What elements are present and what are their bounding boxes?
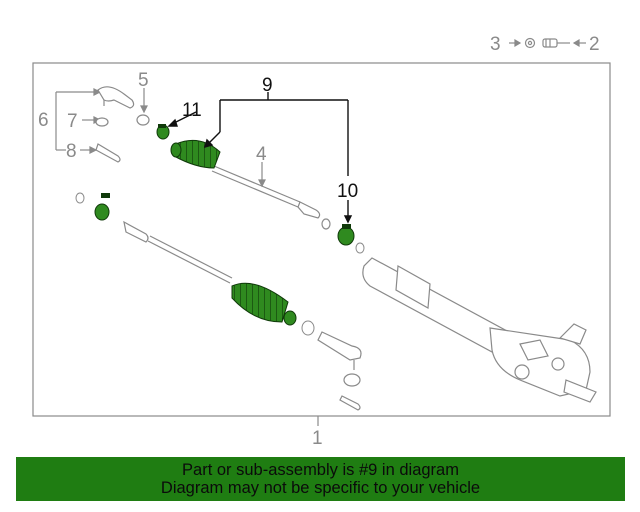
- right-boot-clamp: [337, 224, 365, 254]
- callout-3: 3: [490, 34, 501, 55]
- lower-inner-tie-rod: [123, 220, 233, 284]
- diagram-frame: [32, 62, 611, 417]
- callout-2: 2: [589, 34, 600, 55]
- lower-tie-rod-end: [317, 331, 362, 411]
- upper-tie-rod-end: [95, 86, 150, 163]
- upper-boot-clamp: [156, 124, 170, 140]
- callout-1: 1: [312, 428, 323, 449]
- callout-5: 5: [138, 70, 149, 91]
- callout-4: 4: [256, 144, 267, 165]
- callout-9: 9: [262, 75, 273, 96]
- callout-6: 6: [38, 110, 49, 131]
- bracket-9-10-11: [167, 92, 353, 224]
- upper-rack-boot: [170, 139, 221, 169]
- callout-8: 8: [66, 141, 77, 162]
- lower-clamp-and-washer: [75, 192, 110, 221]
- callout-7: 7: [67, 111, 78, 132]
- banner-line-1: Part or sub-assembly is #9 in diagram: [182, 461, 459, 479]
- fastener-group-top-right: [509, 37, 586, 49]
- upper-inner-tie-rod: [211, 162, 331, 230]
- info-banner: Part or sub-assembly is #9 in diagram Di…: [16, 457, 625, 501]
- callout-11: 11: [182, 100, 202, 121]
- steering-rack-housing: [362, 257, 597, 403]
- lower-rack-boot: [231, 282, 315, 336]
- callout-10: 10: [337, 181, 358, 202]
- banner-line-2: Diagram may not be specific to your vehi…: [160, 479, 481, 497]
